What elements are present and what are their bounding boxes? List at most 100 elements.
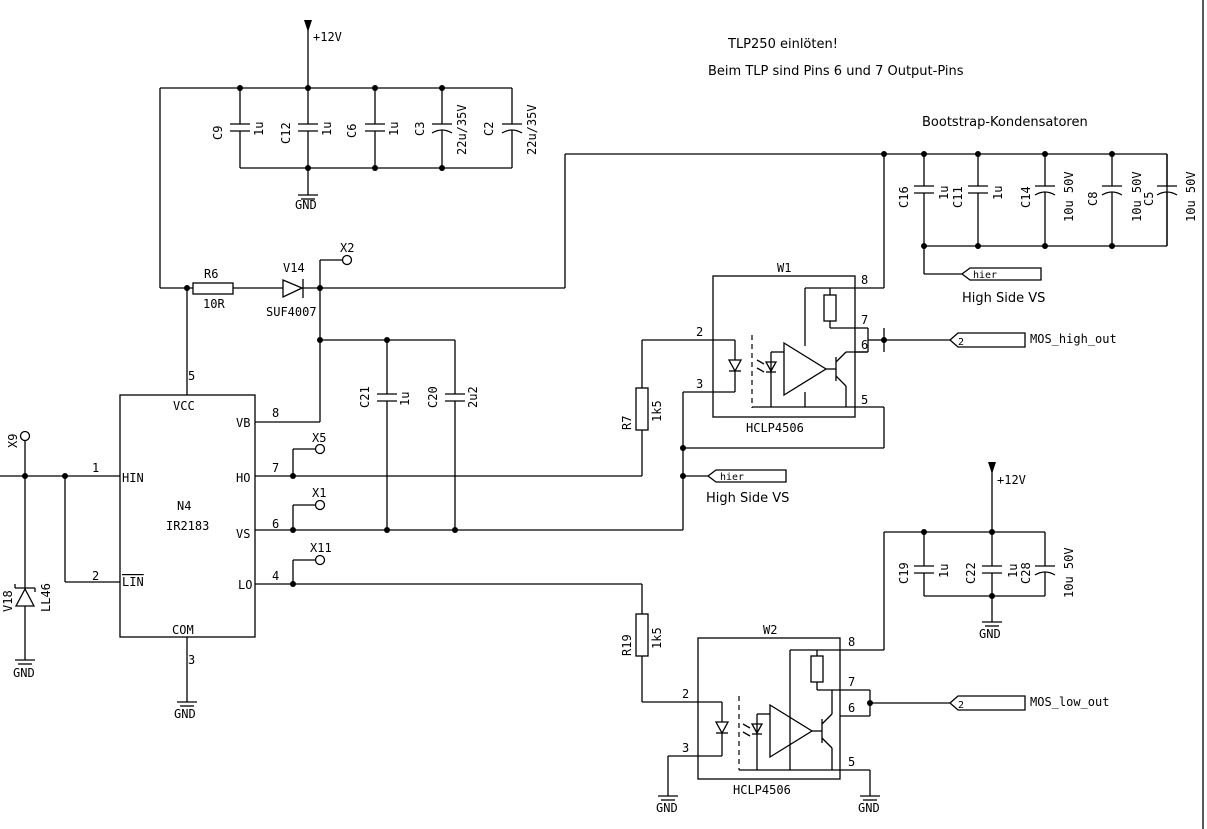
supply-12v-top: +12V	[304, 20, 342, 88]
junctions	[237, 85, 445, 171]
pin-lin: LIN	[122, 575, 144, 589]
cap-ref: C22	[964, 562, 978, 584]
diode-v14	[282, 279, 304, 299]
v18-ref: V18	[1, 590, 15, 612]
capacitor-c3: C3 22u/35V	[413, 88, 469, 168]
testpoint-x11-icon	[314, 554, 326, 566]
capacitor-c16: C16 1u	[897, 185, 951, 246]
high-side-vs-label: High Side VS	[962, 291, 1045, 306]
port-mos-low-out: 2 MOS_low_out	[949, 695, 1109, 711]
cap-value: 10u 50V	[1130, 171, 1144, 222]
cap-ref: C12	[279, 122, 293, 144]
pin-num: 6	[272, 517, 279, 531]
capacitor-c14: C14 10u 50V	[1019, 154, 1076, 246]
r6-value: 10R	[203, 297, 225, 311]
cap-ref: C8	[1086, 192, 1100, 206]
led-icon	[727, 359, 743, 373]
pin-num: 7	[861, 313, 868, 327]
testpoint-x9-icon	[19, 430, 31, 442]
v18-value: LL46	[39, 583, 53, 612]
pin-num: 6	[848, 701, 855, 715]
high-side-vs-label: High Side VS	[706, 491, 789, 506]
cap-value: 1u	[991, 186, 1005, 200]
cap-value: 2u2	[466, 386, 480, 408]
x5-label: X5	[312, 431, 326, 445]
r6-ref: R6	[204, 267, 218, 281]
mos-high-label: MOS_high_out	[1030, 332, 1117, 346]
capacitor-c12: C12 1u	[279, 88, 334, 168]
pin-num: 8	[272, 406, 279, 420]
gnd-label: GND	[656, 801, 678, 815]
port-num: 2	[958, 337, 964, 348]
supply-label: +12V	[313, 30, 342, 44]
hier-port: hier	[973, 270, 997, 281]
resistor-r19	[635, 613, 649, 657]
cap-value: 1u	[937, 186, 951, 200]
pin-ho: HO	[236, 471, 250, 485]
cap-ref: C2	[482, 122, 496, 136]
pin-num: 5	[188, 369, 195, 383]
pin-num: 5	[861, 393, 868, 407]
cap-ref: C14	[1019, 186, 1033, 208]
x1-label: X1	[312, 486, 326, 500]
ic-n4: VCC VB HO VS LO HIN LIN COM N4 IR2183 5 …	[92, 369, 279, 667]
note-output-pins: Beim TLP sind Pins 6 und 7 Output-Pins	[708, 64, 964, 79]
capacitor-c5: C5 10u 50V	[1142, 171, 1198, 222]
capacitor-c11: C11 1u	[951, 154, 1005, 246]
gnd-label: GND	[13, 666, 35, 680]
cap-value: 1u	[320, 122, 334, 136]
resistor-r6	[192, 282, 234, 295]
supply-label: +12V	[997, 473, 1026, 487]
pin-num: 2	[92, 569, 99, 583]
note-tlp250: TLP250 einlöten!	[727, 37, 838, 52]
cap-ref: C28	[1019, 562, 1033, 584]
capacitor-c6: C6 1u	[345, 88, 401, 168]
cap-value: 10u 50V	[1184, 171, 1198, 222]
mos-low-label: MOS_low_out	[1030, 695, 1109, 709]
pin-num: 2	[696, 325, 703, 339]
cap-value: 1u	[252, 122, 266, 136]
cap-value: 10u 50V	[1062, 171, 1076, 222]
opto-value: HCLP4506	[733, 783, 791, 797]
r19-ref: R19	[620, 634, 634, 656]
cap-ref: C20	[426, 386, 440, 408]
port-high-side-vs-1: hier	[960, 267, 1042, 281]
supply-12v-right: +12V	[988, 462, 1026, 532]
cap-value: 1u	[937, 564, 951, 578]
pin-num: 7	[848, 675, 855, 689]
pin-num: 4	[272, 569, 279, 583]
capacitor-c21: C21 1u	[358, 340, 412, 530]
opto-ref: W1	[777, 261, 791, 275]
cap-value: 1u	[1006, 564, 1020, 578]
cap-ref: C6	[345, 124, 359, 138]
cap-ref: C19	[897, 562, 911, 584]
pin-lo: LO	[238, 578, 252, 592]
optocoupler-w1: W1 HCLP4506 8 7 6 5	[712, 261, 884, 435]
cap-ref: C11	[951, 186, 965, 208]
cap-value: 10u 50V	[1062, 547, 1076, 598]
resistor-internal	[810, 655, 824, 683]
capacitor-c19: C19 1u	[897, 532, 951, 596]
ic-value: IR2183	[166, 519, 209, 533]
diode-v18	[14, 580, 36, 660]
gnd-label: GND	[295, 198, 317, 212]
cap-ref: C5	[1142, 192, 1156, 206]
port-num: 2	[958, 700, 964, 711]
cap-value: 1u	[398, 392, 412, 406]
resistor-r7	[635, 387, 649, 431]
pin-com: COM	[172, 623, 194, 637]
gnd-label: GND	[979, 627, 1001, 641]
capacitor-c2: C2 22u/35V	[482, 88, 539, 168]
amplifier-icon	[769, 703, 814, 759]
pin-num: 8	[848, 635, 855, 649]
opto-value: HCLP4506	[746, 421, 804, 435]
pin-num: 8	[861, 273, 868, 287]
pin-num: 3	[188, 653, 195, 667]
note-bootstrap: Bootstrap-Kondensatoren	[922, 115, 1088, 130]
pin-num: 5	[848, 755, 855, 769]
pin-vb: VB	[236, 416, 250, 430]
amplifier-icon	[783, 341, 828, 397]
pin-num: 3	[696, 377, 703, 391]
